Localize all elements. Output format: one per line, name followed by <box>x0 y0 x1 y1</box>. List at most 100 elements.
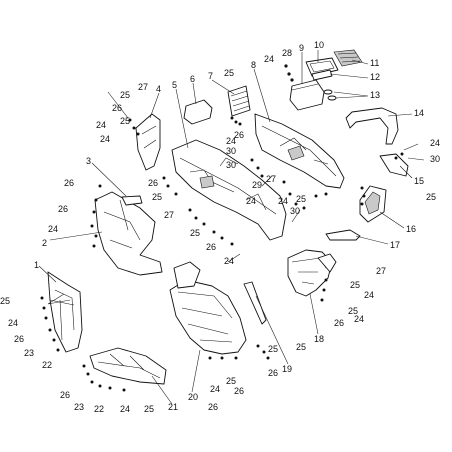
callout-13: 13 <box>370 90 380 100</box>
callout-26: 26 <box>268 368 278 378</box>
callout-26: 26 <box>58 204 68 214</box>
callout-25: 25 <box>120 116 130 126</box>
part-15-side-trim <box>379 153 409 177</box>
callout-24: 24 <box>364 290 374 300</box>
callout-2: 2 <box>42 238 47 248</box>
callout-25: 25 <box>224 68 234 78</box>
callout-26: 26 <box>60 390 70 400</box>
callout-25: 25 <box>350 280 360 290</box>
callout-25: 25 <box>426 192 436 202</box>
callout-6: 6 <box>190 74 195 84</box>
callout-labels: 1 2 3 4 5 6 7 8 9 10 11 12 13 14 15 16 1… <box>0 40 440 414</box>
callout-26: 26 <box>112 103 122 113</box>
callout-22: 22 <box>94 404 104 414</box>
part-16-rear-vent-cover <box>359 185 387 223</box>
callout-5: 5 <box>172 80 177 90</box>
callout-25: 25 <box>296 194 306 204</box>
callout-30: 30 <box>226 160 236 170</box>
part-12-box-insert <box>311 69 333 81</box>
callout-3: 3 <box>86 156 91 166</box>
callout-21: 21 <box>168 402 178 412</box>
part-9-storage-box <box>289 79 325 111</box>
callout-25: 25 <box>226 376 236 386</box>
callout-24: 24 <box>264 54 274 64</box>
callout-29: 29 <box>252 180 262 190</box>
callout-25: 25 <box>190 228 200 238</box>
callout-26: 26 <box>234 130 244 140</box>
callout-14: 14 <box>414 108 424 118</box>
hardware-dots <box>40 64 404 392</box>
callout-27: 27 <box>266 174 276 184</box>
callout-17: 17 <box>390 240 400 250</box>
callout-24: 24 <box>224 256 234 266</box>
callout-30: 30 <box>290 206 300 216</box>
callout-1: 1 <box>34 260 39 270</box>
callout-24: 24 <box>48 224 58 234</box>
callout-27: 27 <box>138 82 148 92</box>
part-19-fin-strip <box>243 281 267 325</box>
callout-23: 23 <box>74 402 84 412</box>
part-17-trim-strip <box>325 229 361 241</box>
callout-26: 26 <box>208 402 218 412</box>
callout-25: 25 <box>348 306 358 316</box>
callout-23: 23 <box>24 348 34 358</box>
part-2-front-inner-shield <box>94 191 163 276</box>
callout-30: 30 <box>430 154 440 164</box>
callout-26: 26 <box>206 242 216 252</box>
callout-16: 16 <box>406 224 416 234</box>
callout-7: 7 <box>208 71 213 81</box>
callout-15: 15 <box>414 176 424 186</box>
callout-25: 25 <box>268 344 278 354</box>
callout-25: 25 <box>144 404 154 414</box>
part-14-rear-handle <box>345 107 399 145</box>
callout-12: 12 <box>370 72 380 82</box>
callout-25: 25 <box>0 296 10 306</box>
part-21-floor-tray <box>89 347 167 385</box>
callout-25: 25 <box>152 192 162 202</box>
callout-26: 26 <box>64 178 74 188</box>
callout-24: 24 <box>120 404 130 414</box>
callout-27: 27 <box>164 210 174 220</box>
callout-24: 24 <box>354 314 364 324</box>
callout-9: 9 <box>299 43 304 53</box>
part-6-small-cover <box>183 99 213 125</box>
part-1-side-panel-left <box>47 271 83 353</box>
part-20-leg-shield <box>169 261 247 355</box>
callout-26: 26 <box>234 386 244 396</box>
callout-28: 28 <box>282 48 292 58</box>
callout-24: 24 <box>96 120 106 130</box>
callout-8: 8 <box>251 60 256 70</box>
part-8-rear-frame-cover <box>254 113 345 189</box>
part-11-vent-mat <box>333 49 363 67</box>
callout-24: 24 <box>430 138 440 148</box>
part-13-clips <box>323 89 337 101</box>
callout-19: 19 <box>282 364 292 374</box>
callout-24: 24 <box>8 318 18 328</box>
part-7-vented-grille <box>227 85 251 117</box>
callout-20: 20 <box>188 392 198 402</box>
callout-30: 30 <box>226 146 236 156</box>
part-18-rear-housing <box>287 249 337 297</box>
callout-22: 22 <box>42 360 52 370</box>
callout-24: 24 <box>246 196 256 206</box>
callout-26: 26 <box>334 318 344 328</box>
callout-11: 11 <box>370 58 379 68</box>
callout-24: 24 <box>100 134 110 144</box>
callout-26: 26 <box>14 334 24 344</box>
callout-25: 25 <box>120 90 130 100</box>
callout-27: 27 <box>376 266 386 276</box>
callout-24: 24 <box>210 384 220 394</box>
part-5-main-frame-cover <box>171 139 287 241</box>
callout-26: 26 <box>148 178 158 188</box>
leader-lines <box>38 50 425 405</box>
callout-10: 10 <box>314 40 324 50</box>
part-4-upper-bracket <box>135 113 161 171</box>
callout-24: 24 <box>278 196 288 206</box>
callout-25: 25 <box>296 342 306 352</box>
callout-24: 24 <box>226 136 236 146</box>
callout-4: 4 <box>156 84 161 94</box>
part-3-small-bracket <box>121 195 143 206</box>
callout-18: 18 <box>314 334 324 344</box>
